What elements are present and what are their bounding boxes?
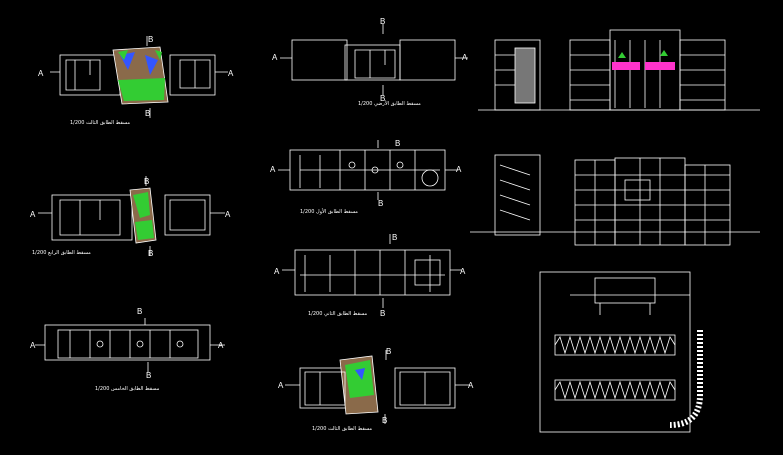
section-mark-a: A [30, 210, 36, 219]
section-mark-a: A [468, 381, 474, 390]
section-mark-a: A [270, 165, 276, 174]
section-mark-a: A [460, 267, 466, 276]
floor-plan-center-upper: A A B B 1/200 مسقط الطابق الأول [270, 139, 462, 215]
section-mark-b: B [386, 347, 391, 356]
section-mark-b: B [380, 309, 385, 318]
floor-plan-top-center: A A B B 1/200 مسقط الطابق الأرضي [272, 17, 468, 107]
section-mark-b: B [148, 249, 153, 258]
section-mark-b: B [137, 307, 142, 316]
section-mark-a: A [272, 53, 278, 62]
section-mark-b: B [145, 109, 150, 118]
section-mark-b: B [380, 94, 385, 103]
section-mark-a: A [228, 69, 234, 78]
section-mark-b: B [380, 17, 385, 26]
section-mark-b: B [392, 233, 397, 242]
section-mark-b: B [382, 416, 387, 425]
section-mark-a: A [462, 53, 468, 62]
section-view [470, 154, 760, 246]
elevation-view [478, 29, 760, 111]
section-mark-b: B [148, 35, 153, 44]
section-mark-a: A [278, 381, 284, 390]
plan-caption: 1/200 مسقط الطابق الأرضي [358, 100, 421, 107]
plan-caption: 1/200 مسقط الطابق الثالث [70, 120, 130, 126]
section-mark-b: B [378, 199, 383, 208]
section-mark-a: A [274, 267, 280, 276]
section-mark-a: A [30, 341, 36, 350]
plan-caption: 1/200 مسقط الطابق الخامس [95, 386, 160, 392]
floor-plan-mid-left: A A B B 1/200 مسقط الطابق الرابع [30, 176, 231, 258]
floor-plan-bottom-left: A A B B 1/200 مسقط الطابق الخامس [30, 307, 225, 392]
section-mark-a: A [218, 341, 224, 350]
plan-caption: 1/200 مسقط الطابق الثاني [308, 311, 368, 317]
section-mark-a: A [225, 210, 231, 219]
plan-caption: 1/200 مسقط الطابق الأول [300, 208, 358, 215]
section-mark-b: B [144, 177, 149, 186]
section-mark-b: B [395, 139, 400, 148]
site-parking-plan [539, 271, 703, 433]
floor-plan-center-lower: A A B B 1/200 مسقط الطابق الثاني [274, 233, 466, 318]
floor-plan-bottom-center: A A B B 1/200 مسقط الطابق الثالث [278, 347, 474, 432]
plan-caption: 1/200 مسقط الطابق الثالث [312, 426, 372, 432]
section-mark-a: A [38, 69, 44, 78]
section-mark-b: B [146, 371, 151, 380]
section-mark-a: A [456, 165, 462, 174]
plan-caption: 1/200 مسقط الطابق الرابع [32, 250, 91, 256]
floor-plan-top-left: A A B B 1/200 مسقط الطابق الثالث [38, 35, 234, 126]
